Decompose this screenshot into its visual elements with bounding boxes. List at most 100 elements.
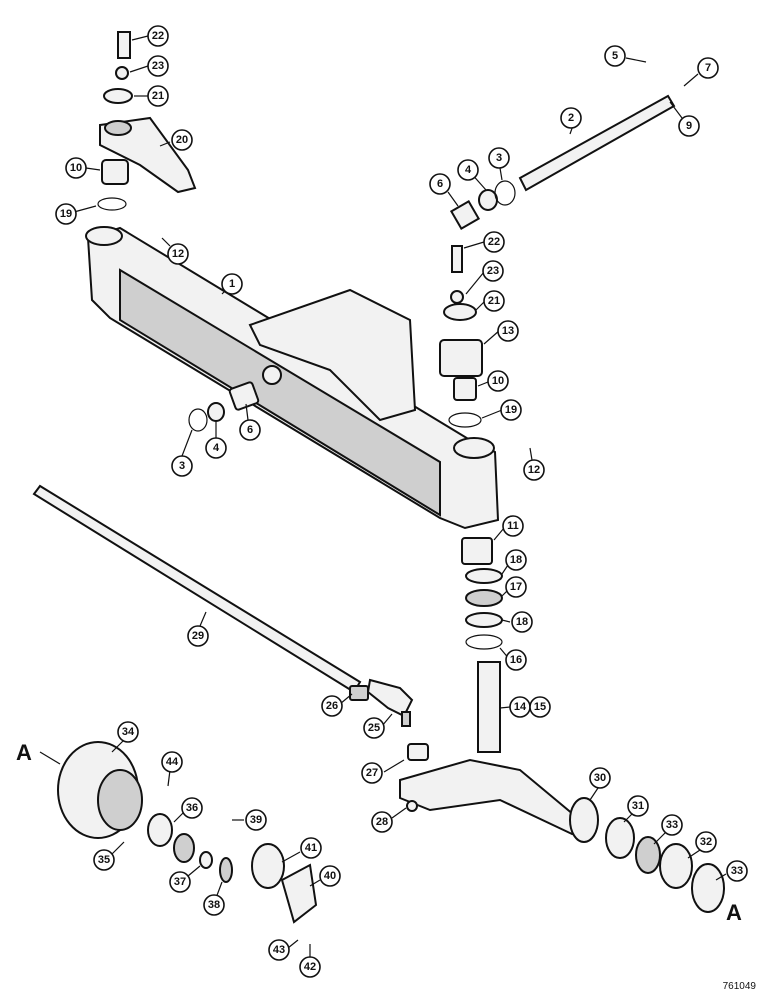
leader-line — [73, 205, 97, 213]
callout-number: 3 — [179, 460, 185, 472]
callout-12b: 12 — [523, 447, 545, 481]
callout-bubble — [500, 399, 522, 421]
callout-bubble — [245, 809, 267, 831]
leader-line — [447, 191, 459, 207]
callout-16: 16 — [499, 647, 527, 671]
callout-21: 21 — [134, 85, 169, 107]
callout-number: 26 — [326, 700, 338, 712]
callout-number: 6 — [247, 424, 253, 436]
callout-1: 1 — [221, 273, 243, 295]
callout-33: 33 — [653, 814, 683, 845]
leader-line — [173, 811, 185, 823]
callout-number: 41 — [305, 842, 317, 854]
callout-15: 15 — [529, 696, 551, 718]
leader-line — [687, 849, 701, 859]
callout-number: 22 — [488, 236, 500, 248]
steering-arm — [99, 116, 197, 194]
callout-2: 2 — [560, 107, 582, 135]
callout-bubble — [661, 814, 683, 836]
leader-line — [465, 271, 485, 295]
leader-line — [309, 879, 321, 887]
callout-number: 20 — [176, 134, 188, 146]
callout-number: 21 — [152, 90, 164, 102]
callout-3b: 3 — [171, 429, 193, 477]
leader-line — [111, 739, 125, 753]
callout-number: 7 — [705, 62, 711, 74]
leader-line — [481, 409, 503, 419]
callout-40: 40 — [309, 865, 341, 887]
pivot-pin — [518, 94, 676, 192]
callout-bubble — [505, 576, 527, 598]
leader-line — [669, 101, 683, 119]
callout-bubble — [300, 837, 322, 859]
callout-bubble — [361, 762, 383, 784]
leader-line — [715, 873, 727, 881]
callout-7: 7 — [683, 57, 719, 87]
callout-11: 11 — [493, 515, 524, 541]
axle-beam — [85, 226, 500, 530]
callout-bubble — [147, 25, 169, 47]
callout-bubble — [505, 549, 527, 571]
callout-bubble — [268, 939, 290, 961]
callout-number: 1 — [229, 278, 235, 290]
callout-number: 15 — [534, 701, 546, 713]
callout-bubble — [55, 203, 77, 225]
leader-line — [281, 851, 301, 863]
callout-bubble — [505, 649, 527, 671]
callout-27: 27 — [361, 759, 405, 784]
callout-bubble — [678, 115, 700, 137]
callout-bubble — [203, 894, 225, 916]
callout-number: 19 — [505, 404, 517, 416]
callout-29: 29 — [187, 611, 209, 647]
leader-line — [383, 759, 405, 773]
callout-bubble — [482, 260, 504, 282]
leader-line — [181, 429, 193, 457]
leader-line — [131, 35, 149, 41]
callout-9: 9 — [669, 101, 700, 137]
hub-cap — [251, 843, 318, 924]
callout-23b: 23 — [465, 260, 504, 295]
callout-number: 23 — [152, 60, 164, 72]
callout-35: 35 — [93, 841, 125, 871]
callout-31: 31 — [623, 795, 649, 823]
callout-34: 34 — [111, 721, 139, 753]
callout-bubble — [560, 107, 582, 129]
callout-6: 6 — [429, 173, 459, 207]
callout-10: 10 — [65, 157, 101, 179]
callout-bubble — [695, 831, 717, 853]
leader-line — [501, 619, 511, 623]
callout-bubble — [187, 625, 209, 647]
callout-37: 37 — [169, 865, 201, 893]
callout-bubble — [488, 147, 510, 169]
hub-small-parts — [147, 685, 429, 883]
callout-number: 17 — [510, 581, 522, 593]
callout-number: 39 — [250, 814, 262, 826]
callout-number: 9 — [686, 120, 692, 132]
leader-line — [623, 813, 633, 823]
callout-10b: 10 — [477, 370, 509, 392]
leader-line — [159, 141, 171, 147]
callout-42: 42 — [299, 944, 321, 978]
callout-bubble — [171, 129, 193, 151]
callout-41: 41 — [281, 837, 322, 863]
callout-number: 33 — [731, 865, 743, 877]
callout-14: 14 — [499, 696, 531, 718]
callout-33b: 33 — [715, 860, 748, 882]
callout-number: 42 — [304, 961, 316, 973]
leader-line — [683, 73, 699, 87]
leader-line — [245, 403, 249, 421]
callout-bubble — [221, 273, 243, 295]
callout-bubble — [502, 515, 524, 537]
callout-21b: 21 — [475, 290, 505, 312]
callout-6b: 6 — [239, 403, 261, 441]
callout-19b: 19 — [481, 399, 522, 421]
leader-line — [463, 241, 485, 249]
callout-number: 28 — [376, 816, 388, 828]
callout-bubble — [697, 57, 719, 79]
callout-39: 39 — [232, 809, 267, 831]
callout-number: 18 — [510, 554, 522, 566]
leader-line — [129, 65, 149, 73]
reference-marker-left: A — [16, 740, 32, 765]
callout-number: 4 — [465, 164, 472, 176]
